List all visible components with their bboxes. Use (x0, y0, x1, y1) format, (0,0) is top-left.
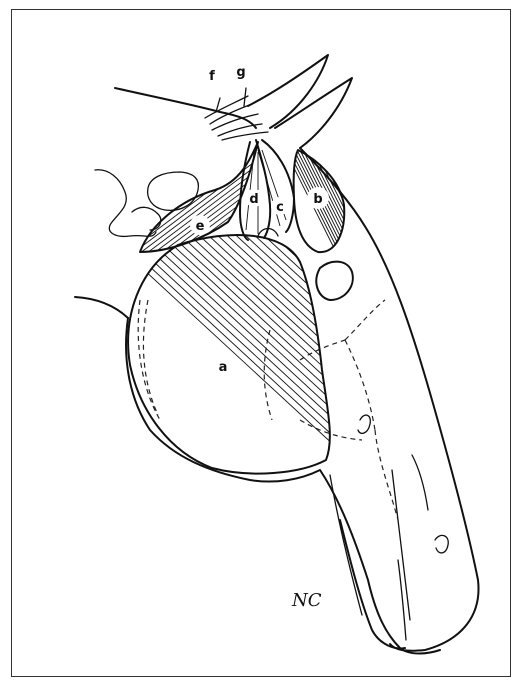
label-c: c (271, 197, 289, 215)
muscle-b (285, 150, 392, 252)
muscle-c-d (240, 140, 294, 240)
svg-text:c: c (276, 200, 284, 215)
eye-orbit (316, 262, 352, 300)
dashed-bone-6 (264, 330, 272, 420)
svg-text:a: a (219, 360, 228, 375)
svg-text:d: d (249, 192, 258, 207)
masseter-fiber (336, 97, 524, 337)
dashed-bone-2 (345, 300, 385, 340)
mouth-line (340, 520, 405, 648)
mane-tuft (205, 88, 268, 140)
atlas-wing-outline (95, 170, 156, 237)
label-f: f (209, 69, 215, 84)
masseter-fiber (306, 112, 524, 352)
svg-text:g: g (236, 65, 245, 80)
masseter-fiber (288, 121, 524, 361)
label-a: a (212, 355, 234, 377)
masseter-fiber (330, 100, 524, 340)
masseter-fiber (312, 109, 524, 349)
masseter-fiber (168, 181, 428, 421)
masseter-fiber (240, 145, 500, 385)
svg-text:b: b (313, 192, 322, 207)
upper-lip-inner (392, 470, 410, 620)
label-g: g (236, 65, 245, 80)
masseter-fiber (324, 103, 524, 343)
masseter-fiber (360, 85, 524, 325)
foramen-2 (435, 535, 448, 553)
masseter-fiber (144, 193, 404, 433)
masseter-fiber (276, 127, 524, 367)
masseter-fiber (282, 124, 524, 364)
masseter-fiber (318, 106, 524, 346)
label-e: e (190, 215, 210, 235)
masseter-fiber (246, 142, 506, 382)
neck-lower-line (75, 297, 128, 318)
masseter-fiber (126, 202, 386, 442)
masseter-fiber (348, 91, 524, 331)
muscle-b-fiber (342, 150, 392, 250)
nasal-slit (412, 455, 428, 510)
label-b: b (307, 187, 329, 209)
neck-crest-line (115, 88, 256, 128)
dashed-bone-3 (345, 340, 375, 430)
ear-left (248, 55, 328, 128)
masseter-fiber (342, 94, 524, 334)
dashed-bone-4 (375, 430, 398, 520)
lower-jaw-outline (126, 318, 440, 654)
dashed-bone-7 (143, 300, 158, 415)
masseter-fiber (234, 148, 494, 388)
masseter-fiber (354, 88, 524, 328)
artist-signature: NC (291, 590, 322, 611)
svg-text:e: e (196, 219, 205, 234)
foramen-1 (358, 415, 370, 433)
ear-right (275, 78, 352, 148)
svg-text:f: f (209, 69, 215, 84)
masseter-fiber (120, 205, 380, 445)
masseter-fiber (180, 175, 440, 415)
label-d: d (245, 189, 263, 207)
